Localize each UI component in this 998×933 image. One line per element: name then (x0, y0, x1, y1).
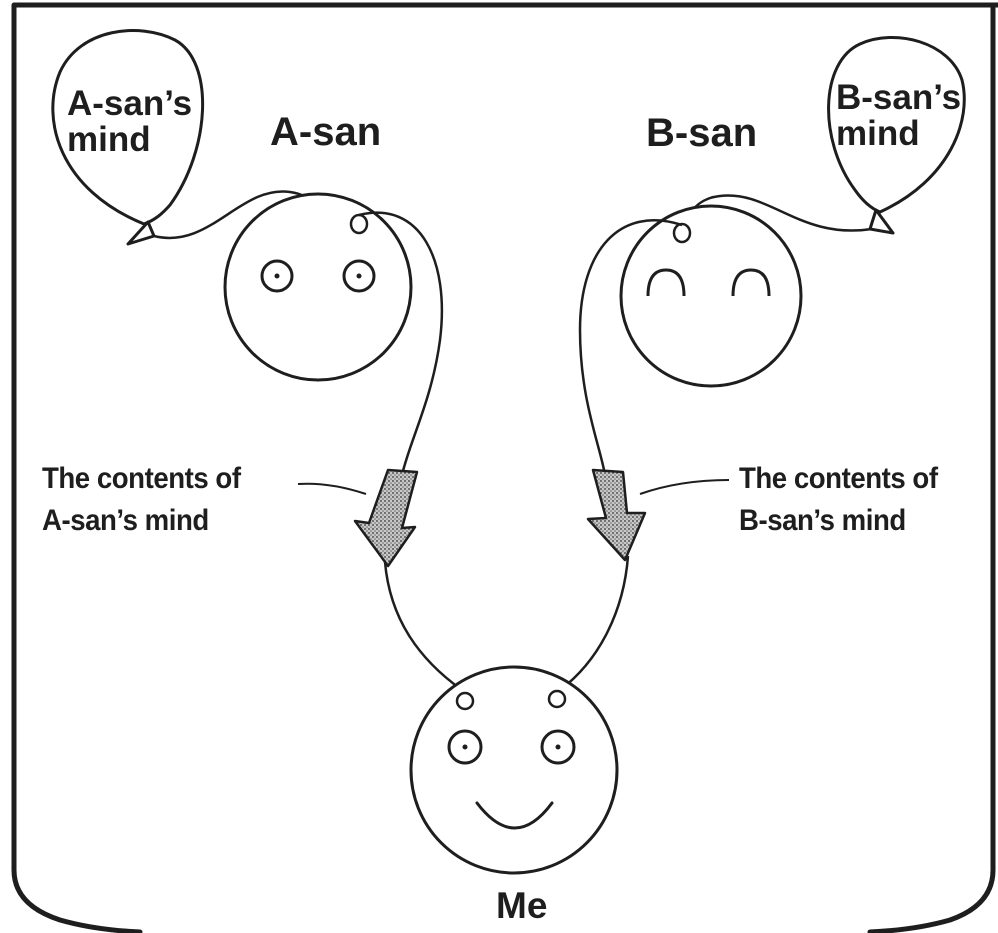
me-left-eye-icon (447, 729, 483, 765)
a-contents-cord (358, 211, 444, 476)
b-contents-line1: The contents of (739, 462, 938, 495)
a-contents-line2: A-san’s mind (42, 504, 209, 537)
a-san-right-pupil (356, 273, 362, 279)
b-mind-balloon-line1: B-san’s (836, 78, 962, 117)
a-san-right-eye-icon (342, 259, 376, 293)
me-right-eye-icon (540, 729, 576, 765)
me-left-pupil (462, 744, 468, 750)
b-contents-arrow-icon (586, 468, 647, 562)
a-mind-balloon-line2: mind (67, 120, 151, 159)
a-mind-balloon (51, 29, 205, 226)
a-contents-arrow-icon (353, 468, 419, 568)
a-contents-leader (297, 482, 367, 495)
b-contents-cord (578, 219, 683, 476)
b-to-me-cord (559, 555, 630, 691)
me-right-pupil (555, 744, 561, 750)
a-mind-balloon-label: A-san’s mind (67, 86, 192, 158)
b-contents-line2: B-san’s mind (739, 504, 906, 537)
a-contents-line1: The contents of (42, 462, 241, 495)
a-san-left-pupil (274, 273, 280, 279)
a-san-mind-port (349, 213, 369, 235)
a-san-head (223, 192, 413, 382)
b-san-name: B-san (646, 111, 758, 155)
container-frame (11, 2, 998, 933)
a-to-me-cord (383, 561, 463, 692)
b-mind-balloon-line2: mind (836, 114, 920, 153)
me-smile-icon (475, 801, 554, 830)
b-contents-label: The contents of B-san’s mind (739, 458, 938, 542)
b-san-head (619, 204, 803, 388)
me-right-port (547, 689, 567, 709)
a-mind-balloon-line1: A-san’s (67, 84, 193, 123)
b-mind-balloon (827, 36, 966, 214)
b-san-right-eye-icon (731, 268, 771, 297)
a-san-name: A-san (270, 110, 382, 154)
b-san-left-eye-icon (646, 268, 686, 297)
me-head (409, 665, 619, 875)
me-left-port (455, 691, 475, 711)
a-san-left-eye-icon (260, 259, 294, 293)
b-contents-leader (639, 479, 730, 495)
me-label: Me (496, 885, 548, 926)
b-san-mind-port (672, 222, 692, 244)
a-contents-label: The contents of A-san’s mind (42, 458, 241, 542)
b-mind-balloon-label: B-san’s mind (836, 80, 961, 152)
a-balloon-knot (126, 220, 156, 246)
b-balloon-knot (868, 208, 895, 235)
